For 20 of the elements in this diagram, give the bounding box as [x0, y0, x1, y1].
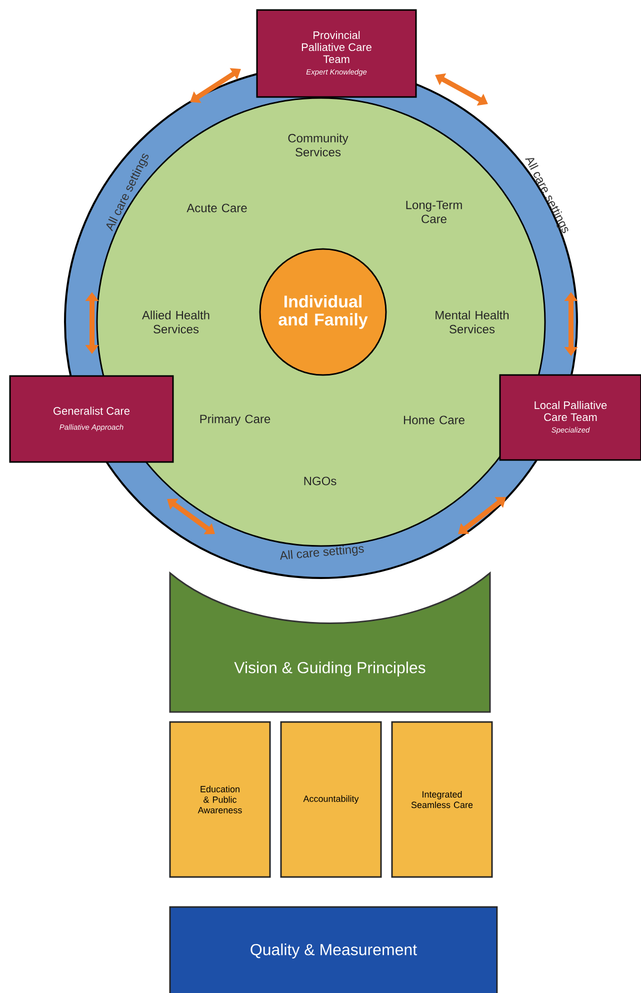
pillar-box: Integrated Seamless Care — [391, 721, 493, 878]
service-label: NGOs — [304, 476, 336, 486]
service-label: Mental Health Services — [436, 310, 509, 334]
ring-label: All care settings — [280, 546, 364, 560]
pillar-box: Education & Public Awareness — [169, 721, 271, 878]
box-title: Local Palliative Care Team — [534, 400, 607, 422]
team-box — [9, 375, 174, 463]
service-label: Primary Care — [200, 414, 270, 426]
box-title: Provincial Palliative Care Team — [302, 30, 372, 64]
foundation-band: Vision & Guiding Principles — [169, 572, 491, 713]
service-label: Community Services — [288, 134, 348, 156]
pillar-box: Accountability — [280, 721, 382, 878]
team-box — [256, 9, 417, 98]
service-label: Home Care — [404, 416, 464, 424]
base-band: Quality & Measurement — [169, 906, 498, 993]
service-label: Long-Term Care — [406, 200, 462, 224]
service-label: Allied Health Services — [142, 310, 210, 334]
box-title: Generalist Care — [54, 406, 130, 415]
team-box — [499, 374, 641, 461]
service-label: Acute Care — [186, 204, 247, 212]
